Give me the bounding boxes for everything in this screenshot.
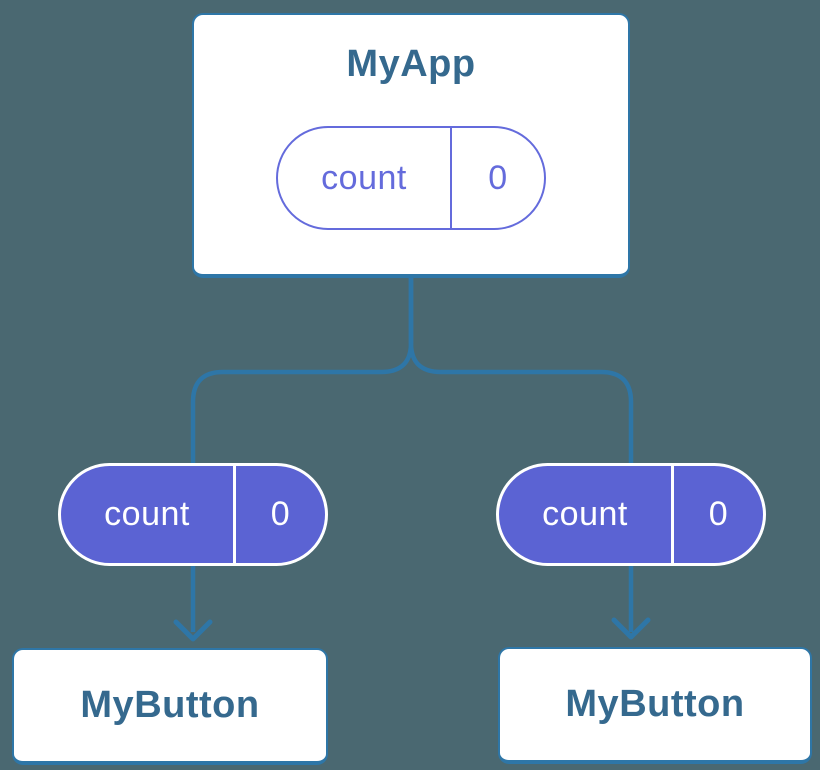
component-title: MyButton: [80, 684, 260, 726]
state-label-cell: count: [61, 466, 236, 563]
state-value-cell: 0: [452, 128, 544, 228]
state-label: count: [542, 495, 628, 533]
state-label-cell: count: [278, 128, 452, 228]
state-value-cell: 0: [236, 466, 325, 563]
component-node-mybutton-left: MyButton: [12, 648, 328, 765]
down-arrow-left-icon: [173, 619, 213, 642]
component-node-myapp: MyApp count 0: [192, 13, 630, 278]
component-node-mybutton-right: MyButton: [498, 647, 812, 764]
state-pill-myapp: count 0: [276, 126, 546, 230]
connector-root-to-left-child: [190, 276, 414, 632]
state-value-cell: 0: [674, 466, 763, 563]
state-value: 0: [708, 495, 729, 533]
state-label: count: [321, 158, 407, 197]
state-value: 0: [270, 495, 291, 533]
component-title: MyButton: [565, 683, 745, 725]
component-title: MyApp: [346, 43, 476, 85]
state-pill-right-child: count 0: [496, 463, 766, 566]
state-pill-left-child: count 0: [58, 463, 328, 566]
state-label-cell: count: [499, 466, 674, 563]
state-label: count: [104, 495, 190, 533]
state-value: 0: [488, 158, 508, 197]
connector-root-to-right-child: [408, 276, 634, 632]
down-arrow-right-icon: [611, 617, 651, 640]
